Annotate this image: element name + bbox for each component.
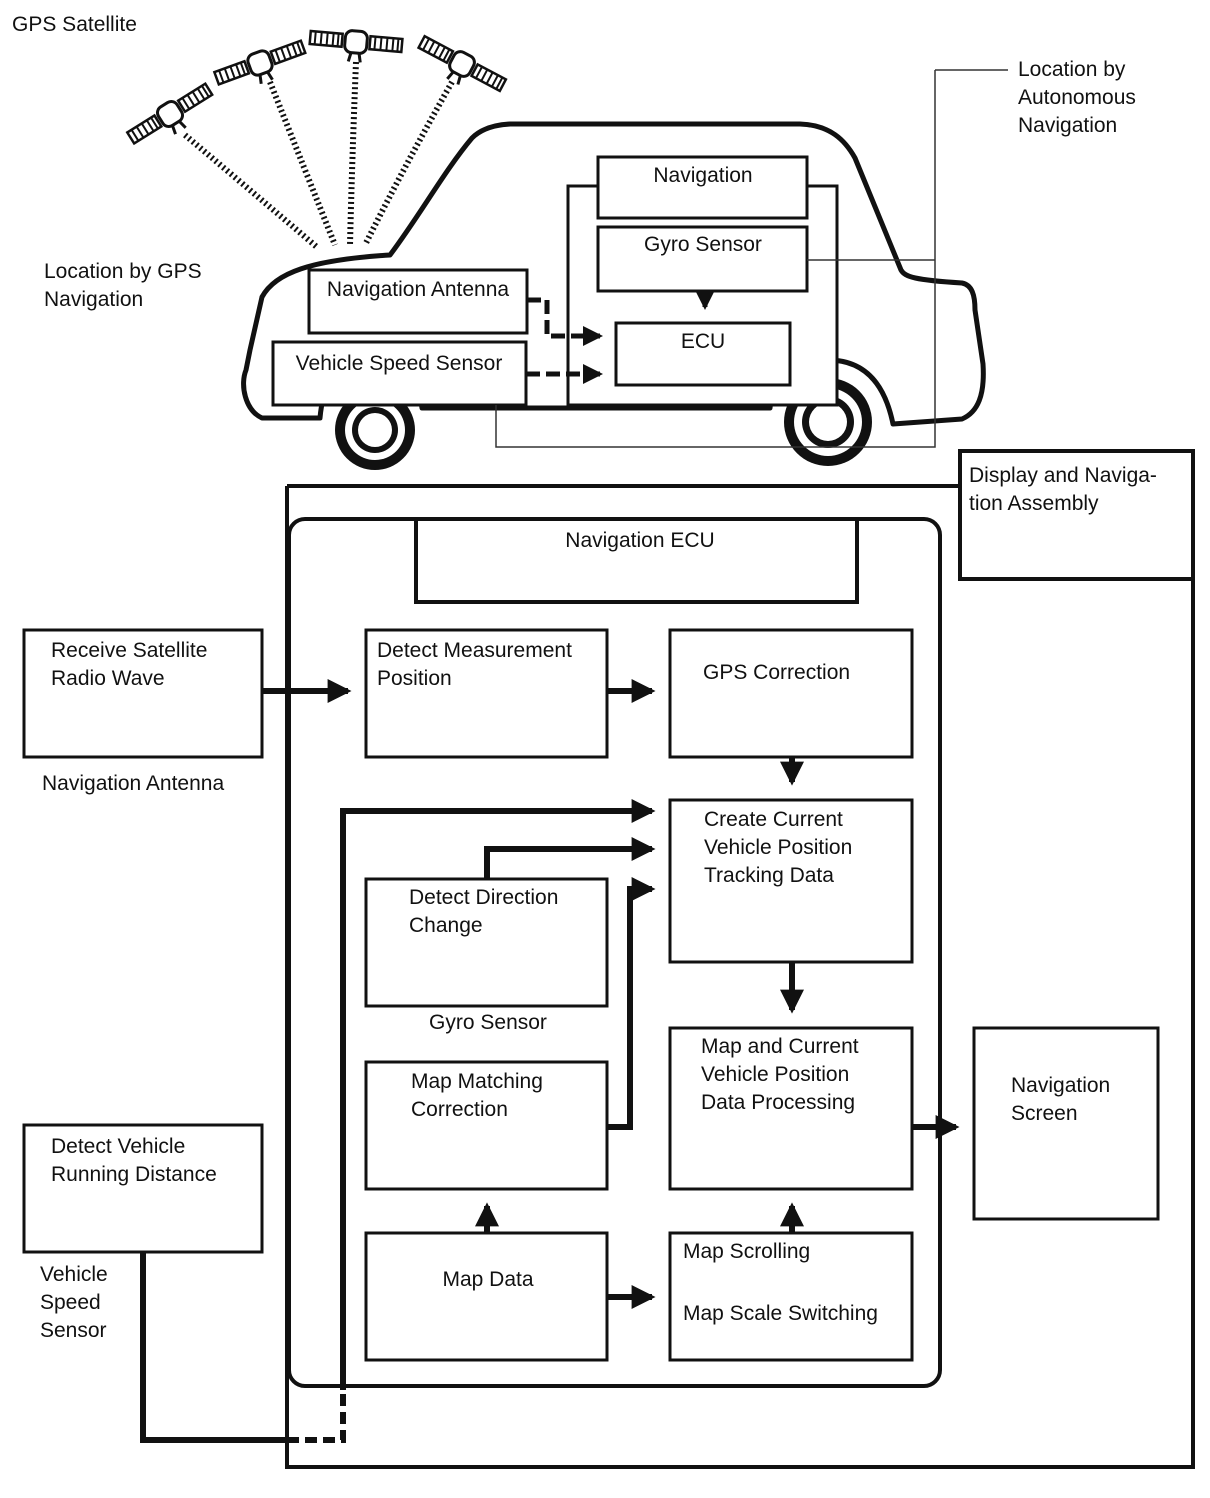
autonomous-navigation-callout [495, 69, 1008, 448]
speed-sensor-line [140, 1252, 287, 1443]
gps-satellite-label: GPS Satellite [12, 13, 137, 36]
speed-to-tracking-arrow [340, 799, 656, 1390]
detect-direction-line1: Detect Direction [409, 886, 558, 909]
map-matching-box [364, 1060, 609, 1191]
create-tracking-box [668, 798, 914, 964]
satellite-icon [410, 31, 510, 105]
map-data-label: Map Data [442, 1268, 533, 1291]
receive-satellite-line1: Receive Satellite [51, 639, 207, 662]
navigation-screen-line1: Navigation [1011, 1074, 1110, 1097]
map-matching-to-tracking-arrow [607, 877, 656, 1130]
speed-sensor-dashed-line [287, 1390, 346, 1443]
gps-correction-label: GPS Correction [703, 661, 850, 684]
satellite-radio-waves [183, 61, 455, 251]
satellite-icon [306, 25, 405, 68]
navigation-ecu-label: Navigation ECU [565, 529, 714, 552]
create-tracking-line3: Tracking Data [704, 864, 834, 887]
vehicle-speed-sensor-caption-line3: Sensor [40, 1319, 107, 1342]
detect-running-distance-line2: Running Distance [51, 1163, 217, 1186]
direction-to-tracking-arrow [484, 837, 656, 879]
map-processing-line3: Data Processing [701, 1091, 855, 1114]
navigation-antenna-box-label: Navigation Antenna [327, 278, 509, 301]
map-matching-line1: Map Matching [411, 1070, 543, 1093]
map-matching-line2: Correction [411, 1098, 508, 1121]
satellite-icon [123, 78, 222, 157]
display-assembly-label-box [958, 449, 1195, 581]
create-tracking-line1: Create Current [704, 808, 843, 831]
navigation-box [596, 155, 809, 220]
map-data-box [364, 1231, 609, 1362]
location-autonomous-line2: Autonomous [1018, 86, 1136, 109]
gps-correction-box [668, 628, 914, 759]
gyro-sensor-box-label: Gyro Sensor [644, 233, 762, 256]
receive-satellite-line2: Radio Wave [51, 667, 165, 690]
display-assembly-label-line1: Display and Naviga- [969, 464, 1157, 487]
gyro-sensor-caption: Gyro Sensor [429, 1011, 547, 1034]
location-autonomous-line3: Navigation [1018, 114, 1117, 137]
vehicle-speed-sensor-box-label: Vehicle Speed Sensor [296, 352, 503, 375]
satellite-icon [211, 35, 312, 100]
detect-direction-line2: Change [409, 914, 483, 937]
gyro-sensor-box [596, 225, 809, 293]
map-processing-line2: Vehicle Position [701, 1063, 849, 1086]
vehicle-speed-sensor-caption-line2: Speed [40, 1291, 101, 1314]
navigation-screen-line2: Screen [1011, 1102, 1078, 1125]
detect-measurement-line2: Position [377, 667, 452, 690]
detect-running-distance-line1: Detect Vehicle [51, 1135, 185, 1158]
map-scale-label: Map Scale Switching [683, 1302, 878, 1325]
ecu-box-label: ECU [681, 330, 725, 353]
vehicle-speed-sensor-caption-line1: Vehicle [40, 1263, 108, 1286]
antenna-to-ecu-arrow [527, 297, 603, 346]
detect-measurement-line1: Detect Measurement [377, 639, 572, 662]
detect-direction-box [364, 877, 609, 1008]
navigation-antenna-caption: Navigation Antenna [42, 772, 224, 795]
navigation-box-label: Navigation [653, 164, 752, 187]
navigation-screen-box [972, 1026, 1160, 1221]
detect-measurement-box [364, 628, 609, 759]
create-tracking-line2: Vehicle Position [704, 836, 852, 859]
map-scrolling-label: Map Scrolling [683, 1240, 810, 1263]
location-autonomous-line1: Location by [1018, 58, 1126, 81]
gps-satellites [123, 25, 510, 157]
map-processing-line1: Map and Current [701, 1035, 859, 1058]
display-assembly-label-line2: tion Assembly [969, 492, 1099, 515]
map-processing-box [668, 1026, 914, 1191]
ecu-box [614, 321, 792, 387]
navigation-ecu-label-box [414, 517, 859, 604]
location-gps-label-line1: Location by GPS [44, 260, 202, 283]
location-gps-label-line2: Navigation [44, 288, 143, 311]
receive-satellite-box [22, 628, 264, 759]
map-scrolling-box [668, 1231, 914, 1362]
